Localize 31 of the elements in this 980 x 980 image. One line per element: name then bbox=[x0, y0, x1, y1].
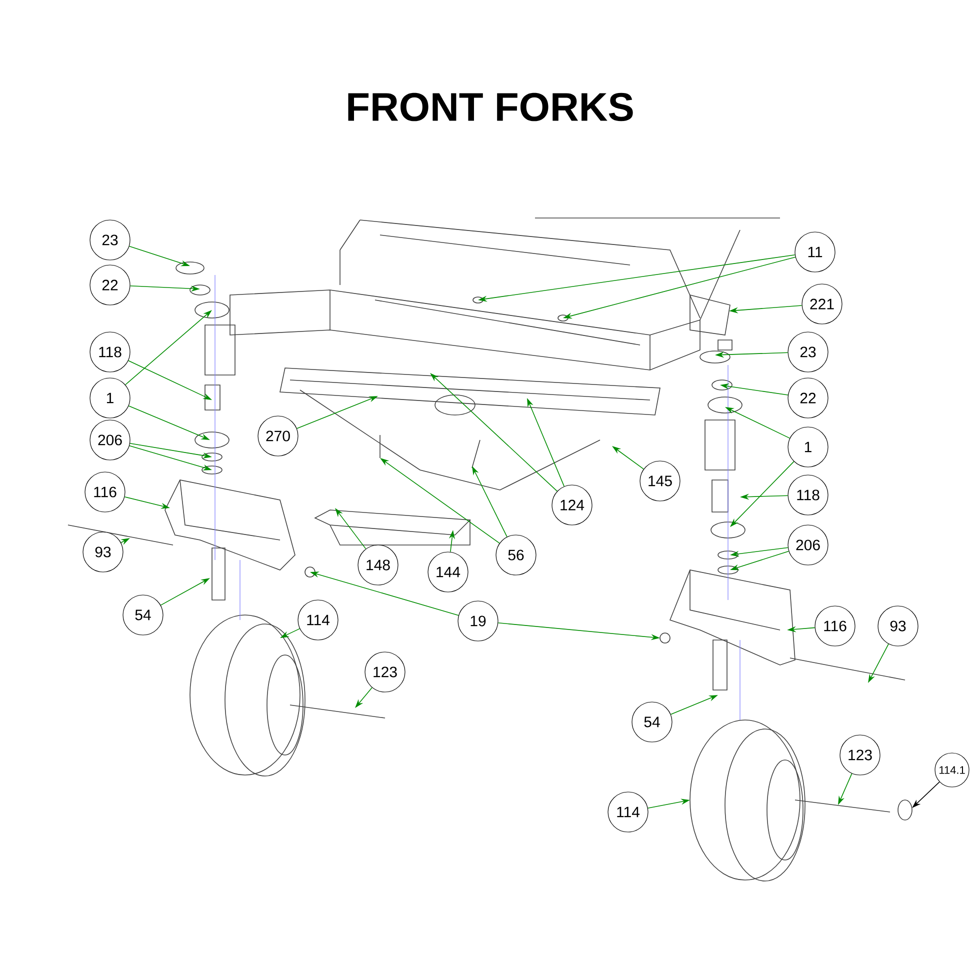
callout-number: 114.1 bbox=[934, 752, 970, 788]
callout-number: 114 bbox=[298, 600, 338, 640]
callout-number: 114 bbox=[608, 792, 648, 832]
callout-number: 22 bbox=[788, 378, 828, 418]
callout-number: 124 bbox=[552, 484, 592, 526]
callout-number: 123 bbox=[840, 734, 880, 776]
callout-number: 116 bbox=[814, 606, 856, 646]
callout-number: 116 bbox=[84, 472, 126, 512]
callout-number: 123 bbox=[364, 652, 406, 692]
callout-number: 93 bbox=[878, 606, 918, 646]
callout-number: 19 bbox=[458, 600, 498, 642]
callout-number: 93 bbox=[82, 532, 124, 572]
callout-number: 270 bbox=[258, 416, 298, 456]
callout-number: 221 bbox=[802, 284, 842, 324]
callout-number: 56 bbox=[496, 534, 536, 576]
callout-number: 118 bbox=[90, 332, 130, 372]
callout-number: 1 bbox=[90, 378, 130, 418]
callout-number: 145 bbox=[640, 460, 680, 502]
callout-number: 11 bbox=[794, 232, 836, 272]
callout-number: 54 bbox=[122, 594, 164, 636]
callout-number: 22 bbox=[90, 264, 130, 306]
callout-number: 144 bbox=[428, 552, 468, 592]
callout-number: 206 bbox=[90, 420, 130, 460]
callout-number: 23 bbox=[90, 220, 130, 260]
callout-number: 118 bbox=[788, 474, 828, 516]
title: FRONT FORKS bbox=[348, 92, 633, 122]
callout-number: 54 bbox=[632, 702, 672, 742]
callout-number: 148 bbox=[358, 544, 398, 586]
callout-number: 1 bbox=[788, 426, 828, 468]
callout-number: 206 bbox=[788, 524, 828, 566]
callout-number: 23 bbox=[788, 332, 828, 372]
